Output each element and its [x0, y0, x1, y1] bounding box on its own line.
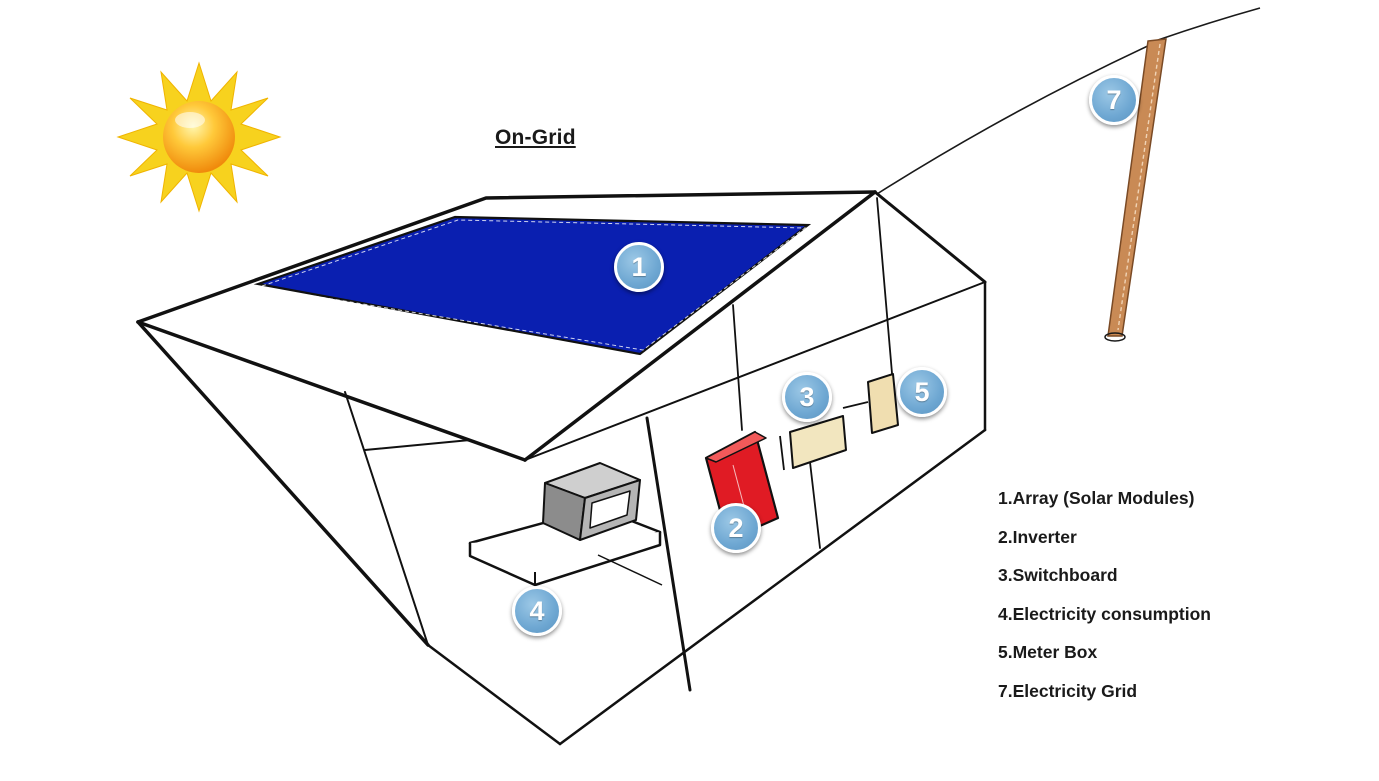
legend-item-switchboard: 3.Switchboard — [998, 565, 1118, 585]
diagram-title: On-Grid — [495, 126, 576, 149]
legend-item-consumption: 4.Electricity consumption — [998, 603, 1211, 624]
solar-panel-icon — [253, 215, 812, 356]
house-icon — [136, 190, 987, 746]
badge-electricity-grid: 7 — [1089, 75, 1139, 125]
appliance-icon — [542, 462, 641, 541]
power-line — [876, 7, 1261, 195]
legend-item-meter-box: 5.Meter Box — [998, 642, 1098, 662]
legend-item-electricity-grid: 7.Electricity Grid — [998, 680, 1138, 701]
utility-pole-icon — [1104, 38, 1167, 342]
badge-consumption: 4 — [512, 586, 562, 636]
switchboard-icon — [779, 401, 869, 471]
badge-switchboard: 3 — [782, 372, 832, 422]
legend: 1.Array (Solar Modules) 2.Inverter 3.Swi… — [998, 484, 1211, 715]
meter-box-icon — [867, 373, 899, 434]
legend-item-array: 1.Array (Solar Modules) — [998, 488, 1195, 508]
badge-array: 1 — [614, 242, 664, 292]
badge-meter-box: 5 — [897, 367, 947, 417]
badge-inverter: 2 — [711, 503, 761, 553]
sun-icon — [116, 61, 282, 213]
legend-item-inverter: 2.Inverter — [998, 526, 1077, 547]
